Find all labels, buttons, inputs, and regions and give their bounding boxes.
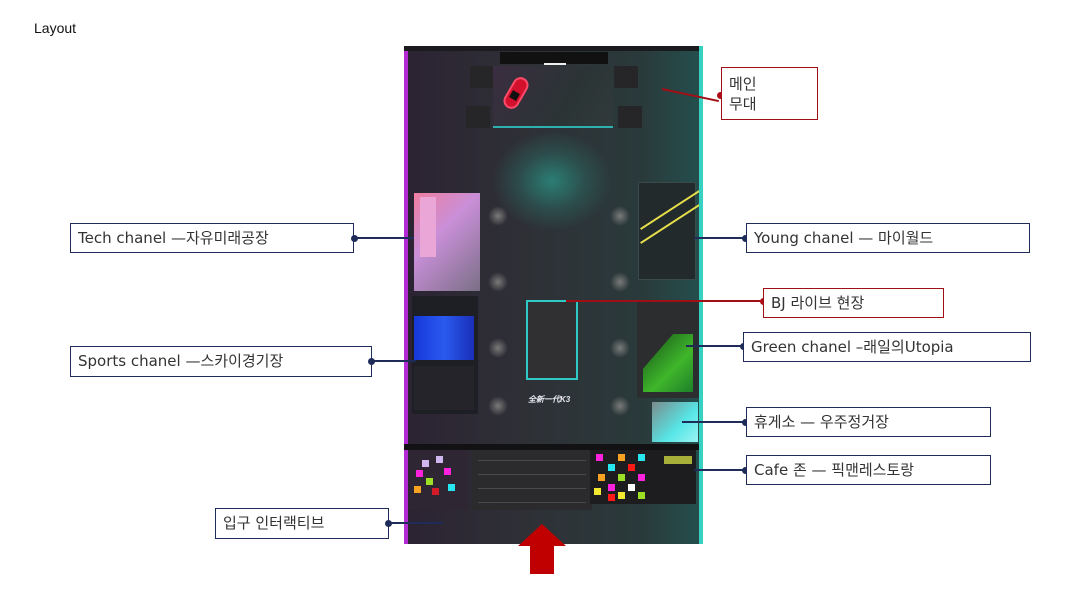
center-corridor: [472, 450, 592, 510]
sports-zone: [412, 296, 478, 414]
spotlight: [488, 396, 508, 416]
pixel-tile: [414, 486, 421, 493]
tech-channel-label: Tech chanel —자유미래공장: [78, 228, 269, 247]
corridor-line: [478, 460, 586, 461]
entrance-callout: 입구 인터랙티브: [215, 508, 389, 539]
floor-plan: 全新一代K3: [404, 46, 703, 544]
bj-live-callout: BJ 라이브 현장: [763, 288, 944, 318]
green-channel-label: Green chanel –래일의Utopia: [751, 337, 954, 356]
pixel-tile: [618, 454, 625, 461]
pixel-tile: [608, 464, 615, 471]
pixel-tile: [448, 484, 455, 491]
entrance-leader: [389, 522, 443, 524]
pixel-tile: [422, 460, 429, 467]
cafe-callout: Cafe 존 — 픽맨레스토랑: [746, 455, 991, 485]
corridor-line: [478, 474, 586, 475]
spotlight: [488, 206, 508, 226]
spotlight: [610, 396, 630, 416]
sports-track: [414, 366, 474, 410]
pixel-tile: [596, 454, 603, 461]
tech-zone: [414, 193, 480, 291]
green-zone: [637, 300, 699, 398]
stage-wing: [466, 106, 490, 128]
pixel-tile: [638, 454, 645, 461]
pixel-tile: [436, 456, 443, 463]
main-stage-label-line1: 메인: [729, 75, 757, 93]
green-leader: [686, 345, 744, 347]
stage-backdrop: [500, 52, 608, 64]
main-stage-label-line2: 무대: [729, 95, 757, 113]
pixel-tile: [594, 488, 601, 495]
lounge-leader: [682, 421, 746, 423]
pixel-tile: [608, 494, 615, 501]
stage-wing: [618, 106, 642, 128]
young-leader-dot: [742, 235, 749, 242]
spotlight: [610, 272, 630, 292]
young-channel-callout: Young chanel — 마이월드: [746, 223, 1030, 253]
cafe-label: Cafe 존 — 픽맨레스토랑: [754, 460, 915, 479]
entrance-label: 입구 인터랙티브: [223, 514, 325, 532]
bj-live-label: BJ 라이브 현장: [771, 293, 865, 312]
cafe-zone: [590, 450, 696, 504]
sports-channel-callout: Sports chanel —스카이경기장: [70, 346, 372, 377]
pixel-tile: [618, 474, 625, 481]
pixel-tile: [608, 484, 615, 491]
cafe-leader: [694, 469, 746, 471]
pixel-tile: [618, 492, 625, 499]
stage-wing: [614, 66, 638, 88]
entrance-leader-dot: [385, 520, 392, 527]
pixel-tile: [628, 464, 635, 471]
pixel-tile: [638, 474, 645, 481]
main-stage-leader-dot: [717, 92, 724, 99]
young-leader: [694, 237, 746, 239]
corridor-line: [478, 502, 586, 503]
young-channel-label: Young chanel — 마이월드: [754, 228, 934, 247]
pixel-tile: [628, 484, 635, 491]
young-zone: [638, 182, 700, 280]
pixel-tile: [432, 488, 439, 495]
tech-booth: [420, 197, 436, 257]
corridor-line: [478, 488, 586, 489]
tech-channel-callout: Tech chanel —자유미래공장: [70, 223, 354, 253]
sports-screen: [414, 316, 474, 360]
divider-wall: [404, 444, 703, 450]
bj-leader: [566, 300, 764, 302]
sports-channel-label: Sports chanel —스카이경기장: [78, 352, 284, 370]
main-stage-callout: 메인 무대: [721, 67, 818, 120]
sports-leader: [372, 360, 416, 362]
page-title: Layout: [34, 20, 77, 36]
spotlight: [488, 338, 508, 358]
cafe-sign: [664, 456, 692, 464]
tech-leader: [354, 237, 414, 239]
green-garden: [643, 334, 693, 392]
stage-led: [544, 63, 566, 65]
lounge-leader-dot: [742, 419, 749, 426]
spotlight: [610, 206, 630, 226]
pixel-tile: [444, 468, 451, 475]
green-channel-callout: Green chanel –래일의Utopia: [743, 332, 1031, 362]
spotlight: [488, 272, 508, 292]
pixel-tile: [598, 474, 605, 481]
pixel-tile: [416, 470, 423, 477]
entrance-arrow-icon: [518, 524, 566, 574]
lounge-label: 휴게소 — 우주정거장: [754, 412, 889, 431]
spotlight: [610, 338, 630, 358]
stage-wing: [470, 66, 494, 88]
lounge-callout: 휴게소 — 우주정거장: [746, 407, 991, 437]
brand-mark: 全新一代K3: [528, 395, 571, 404]
cafe-leader-dot: [742, 467, 749, 474]
pixel-tile: [638, 492, 645, 499]
floor-top-wall: [404, 46, 703, 51]
bj-live-zone: [526, 300, 578, 380]
entrance-interactive-zone: [408, 450, 468, 510]
pixel-tile: [426, 478, 433, 485]
sports-leader-dot: [368, 358, 375, 365]
